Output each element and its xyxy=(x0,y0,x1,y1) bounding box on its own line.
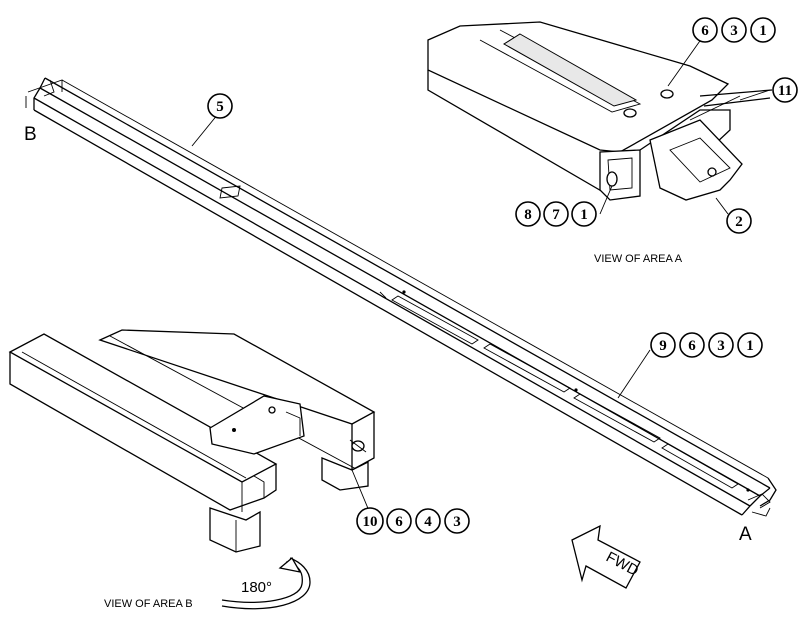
callout-number: 1 xyxy=(580,207,588,223)
leader-lines xyxy=(191,37,771,519)
callout-number: 11 xyxy=(778,83,792,99)
callout-number: 1 xyxy=(759,23,767,39)
callout-number: 6 xyxy=(688,338,696,354)
callout-8-7-1: 8 7 1 xyxy=(515,201,597,227)
fwd-arrow: FWD xyxy=(571,524,641,589)
label-a: A xyxy=(739,524,752,545)
callout-number: 8 xyxy=(524,207,532,223)
callout-number: 5 xyxy=(216,99,224,115)
callout-6-3-1: 6 3 1 xyxy=(692,17,776,43)
callout-number: 3 xyxy=(453,514,461,530)
callout-5: 5 xyxy=(207,93,233,119)
callout-number: 9 xyxy=(659,338,667,354)
view-area-b-caption: VIEW OF AREA B xyxy=(104,598,193,610)
callout-number: 4 xyxy=(424,514,432,530)
callout-10-6-4-3: 10 6 4 3 xyxy=(356,507,470,535)
callout-number: 6 xyxy=(395,514,403,530)
label-b: B xyxy=(24,124,37,145)
callout-number: 3 xyxy=(717,338,725,354)
view-area-b-drawing xyxy=(8,329,376,610)
callout-number: 10 xyxy=(363,514,378,530)
callout-9-6-3-1: 9 6 3 1 xyxy=(650,332,763,358)
callout-number: 1 xyxy=(746,338,754,354)
view-area-a-caption: VIEW OF AREA A xyxy=(594,253,683,265)
view-area-a-drawing xyxy=(427,21,773,201)
rotation-label: 180° xyxy=(241,579,272,596)
callout-2: 2 xyxy=(726,208,752,234)
callout-number: 2 xyxy=(735,214,743,230)
callout-11: 11 xyxy=(772,77,798,103)
callout-number: 7 xyxy=(552,207,560,223)
callout-number: 6 xyxy=(701,23,709,39)
callout-number: 3 xyxy=(730,23,738,39)
main-rail xyxy=(25,77,777,517)
